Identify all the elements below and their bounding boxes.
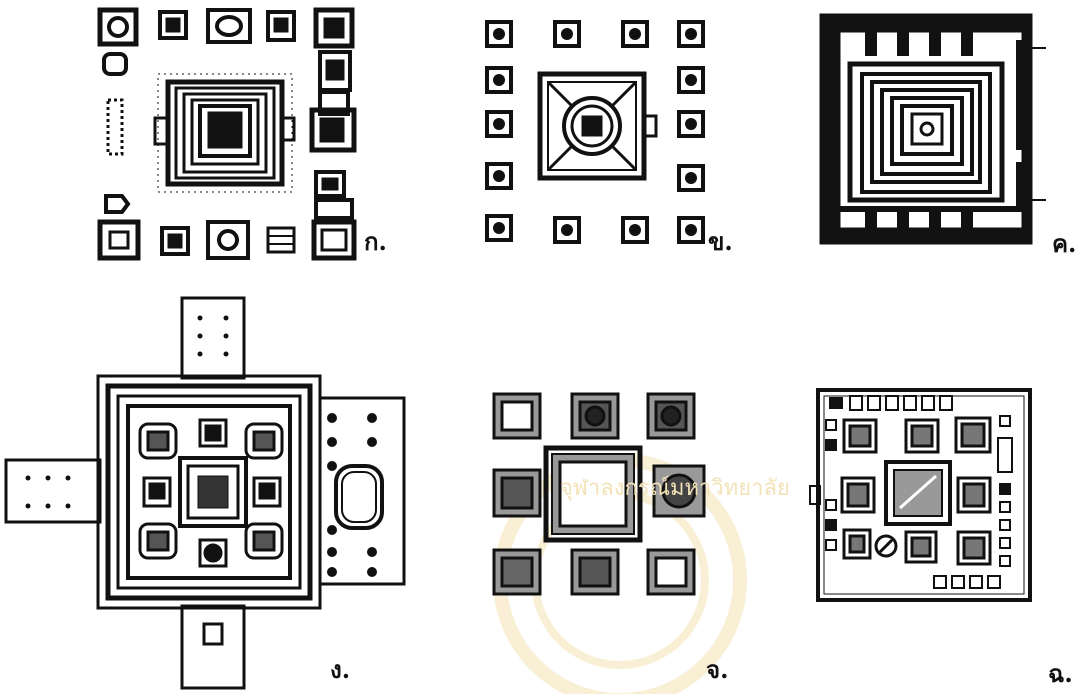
plan-b (485, 20, 705, 244)
label-f: ฉ. (1048, 659, 1073, 688)
label-a: ก. (364, 227, 387, 256)
label-b: ข. (708, 227, 733, 256)
plan-e (492, 392, 706, 596)
label-c: ค. (1052, 229, 1077, 258)
label-e: จ. (706, 655, 729, 684)
label-d: ง. (330, 655, 351, 684)
plan-d (4, 296, 406, 690)
plan-f (809, 388, 1032, 602)
watermark-text: จุฬาลงกรณ์มหาวิทยาลัย (560, 476, 790, 501)
plan-a (97, 7, 357, 261)
plan-c (819, 13, 1046, 245)
